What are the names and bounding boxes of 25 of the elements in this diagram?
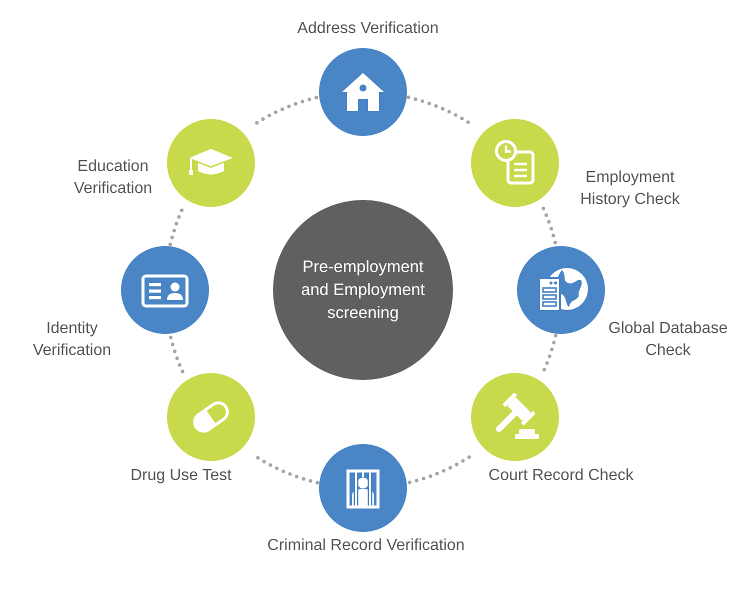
dotted-arc [255, 96, 320, 125]
pill-icon [167, 373, 256, 462]
node-label: Global Database Check [607, 319, 729, 361]
gavel-icon [470, 373, 559, 462]
node-label: Identity Verification [32, 319, 112, 361]
node-label: Drug Use Test [129, 466, 233, 486]
hub-title: Pre-employment and Employment screening [300, 256, 426, 324]
dotted-arc [168, 206, 184, 246]
dotted-arc [255, 455, 320, 484]
id-card-icon [121, 246, 209, 334]
node-label: Court Record Check [488, 466, 634, 486]
node-label: Education Verification [72, 157, 154, 199]
node-label: Criminal Record Verification [266, 536, 466, 556]
house-icon [319, 48, 407, 136]
jail-bars-icon [319, 444, 407, 532]
globe-server-icon [517, 246, 605, 334]
dotted-arc [406, 455, 471, 484]
dotted-arc [406, 96, 471, 125]
dotted-arc [542, 334, 558, 374]
document-clock-icon [470, 118, 559, 207]
node-label: Address Verification [296, 19, 440, 39]
dotted-arc [542, 206, 558, 246]
dotted-arc [168, 334, 184, 374]
graduation-cap-icon [167, 118, 256, 207]
node-label: Employment History Check [579, 168, 681, 210]
